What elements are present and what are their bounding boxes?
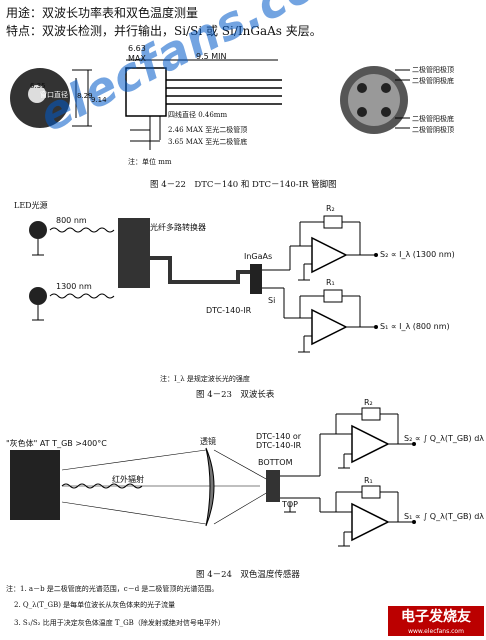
site-logo: 电子发烧友 www.elecfans.com bbox=[388, 606, 484, 636]
max-bottom: 3.65 MAX 至光二极管底 bbox=[168, 138, 248, 146]
caption-4-23: 图 4－23 双波长表 bbox=[196, 390, 275, 400]
dim-d2: 9.5 MIN bbox=[196, 52, 227, 61]
note-2: 2. Q_λ(T_GB) 是每单位波长从灰色体来的光子流量 bbox=[14, 601, 176, 609]
switch-label: 光纤多路转换器 bbox=[150, 223, 206, 232]
logo-main: 电子发烧友 bbox=[401, 609, 471, 625]
legend-a: 二极管阳极顶 bbox=[412, 66, 454, 74]
note-4-23: 注：I_λ 是规定波长光的强度 bbox=[160, 375, 250, 383]
si-label: Si bbox=[268, 296, 276, 305]
ir-label: 红外辐射 bbox=[112, 475, 144, 484]
dual-detector bbox=[266, 470, 280, 502]
feature-line: 特点：双波长检测，并行输出，Si/Si 或 Si/InGaAs 夹层。 bbox=[6, 24, 322, 38]
lead-diameter: 四线直径 0.46mm bbox=[168, 111, 228, 119]
caption-4-24: 图 4－24 双色温度传感器 bbox=[196, 570, 300, 580]
part-label: DTC-140-IR bbox=[206, 306, 252, 315]
graybody-label: "灰色体" AT T_GB >400°C bbox=[6, 439, 107, 448]
bottom-label: BOTTOM bbox=[258, 458, 293, 467]
r1-label-2: R₁ bbox=[364, 476, 373, 485]
detector bbox=[250, 264, 262, 294]
dim-d3: 8.29 bbox=[77, 92, 93, 100]
wavelength-800: 800 nm bbox=[56, 216, 87, 225]
gray-body bbox=[10, 450, 60, 520]
ingaas-label: InGaAs bbox=[244, 252, 273, 261]
dim-d5: 6.35 bbox=[30, 82, 46, 90]
note-3: 3. S₁/S₂ 比用于决定灰色体温度 T_GB（除发射或绝对信号电平外） bbox=[14, 619, 225, 627]
fiber-switch bbox=[118, 218, 150, 288]
legend-c: 二极管阳极底 bbox=[412, 115, 454, 123]
r2-label-2: R₂ bbox=[364, 398, 373, 407]
note-1: 注：1. a－b 是二极管底的光谱范围，c－d 是二极管顶的光谱范围。 bbox=[6, 585, 219, 593]
r1-label: R₁ bbox=[326, 278, 335, 287]
out2-label: S₂ ∝ I_λ (1300 nm) bbox=[380, 250, 455, 259]
top-label: TOP bbox=[282, 500, 299, 509]
use-line: 用途：双波长功率表和双色温度测量 bbox=[6, 6, 199, 20]
max-top: 2.46 MAX 至光二极管顶 bbox=[168, 126, 248, 134]
opamp-lower-2 bbox=[351, 502, 390, 542]
dim-d4: 9.14 bbox=[91, 96, 107, 104]
package-side-view bbox=[125, 67, 167, 117]
opamp-upper-2 bbox=[351, 424, 390, 464]
led-800 bbox=[29, 221, 47, 239]
opamp-upper bbox=[311, 236, 348, 274]
r2-label: R₂ bbox=[326, 204, 335, 213]
lens-label: 透镜 bbox=[200, 437, 216, 446]
opamp-lower bbox=[311, 308, 348, 346]
dim-d1: 6.63 bbox=[128, 44, 146, 53]
dim-max1: MAX bbox=[128, 54, 146, 63]
caption-4-22: 图 4－22 DTC－140 和 DTC－140-IR 管脚图 bbox=[150, 180, 337, 190]
led-1300 bbox=[29, 287, 47, 305]
led-label: LED光源 bbox=[14, 201, 48, 210]
lens bbox=[205, 447, 215, 527]
legend-d: 二极管阴极顶 bbox=[412, 126, 454, 134]
window-label: 窗口直径 bbox=[40, 91, 68, 99]
window bbox=[28, 85, 46, 103]
out2-label-2: S₂ ∝ ∫ Q_λ(T_GB) dλ bbox=[404, 434, 484, 443]
unit-note: 注：单位 mm bbox=[128, 158, 172, 166]
part-label-2: DTC-140 or DTC-140-IR bbox=[256, 432, 302, 450]
wavelength-1300: 1300 nm bbox=[56, 282, 92, 291]
out1-label: S₁ ∝ I_λ (800 nm) bbox=[380, 322, 450, 331]
legend-b: 二极管阴极底 bbox=[412, 77, 454, 85]
logo-sub: www.elecfans.com bbox=[408, 628, 464, 635]
out1-label-2: S₁ ∝ ∫ Q_λ(T_GB) dλ bbox=[404, 512, 484, 521]
